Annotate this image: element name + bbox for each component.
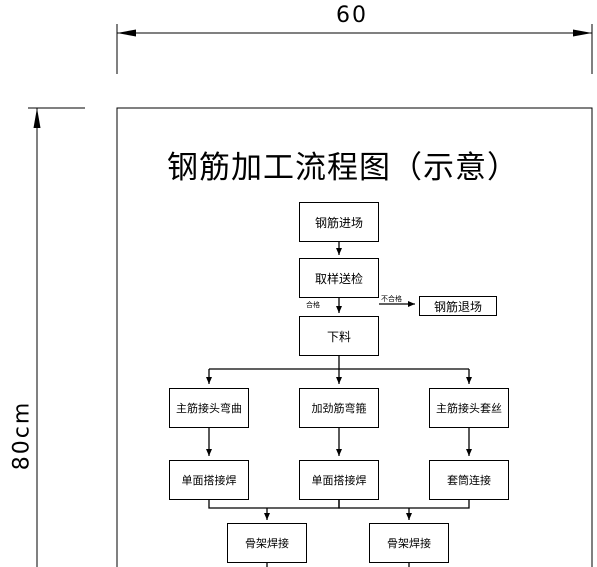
node-main-bar-threading: 主筋接头套丝 [429,388,509,428]
node-single-lap-weld-1: 单面搭接焊 [169,460,249,500]
node-steel-arrival: 钢筋进场 [299,202,379,242]
width-dimension [116,24,593,74]
node-sampling-test: 取样送检 [299,258,379,298]
height-dimension [28,107,85,567]
edge-label-pass: 合格 [306,301,320,309]
node-main-bar-bending: 主筋接头弯曲 [169,388,249,428]
edge-label-fail: 不合格 [381,295,402,303]
node-cutting: 下料 [299,316,379,356]
node-stirrup-bending: 加劲筋弯箍 [299,388,379,428]
node-sleeve-connection: 套筒连接 [429,460,509,500]
height-dimension-label: 80cm [9,400,35,471]
node-steel-return: 钢筋退场 [419,296,497,316]
drawing-frame [116,107,593,567]
node-single-lap-weld-2: 单面搭接焊 [299,460,379,500]
width-dimension-label: 60 [336,3,368,28]
flow-connectors [206,242,472,567]
diagram-title: 钢筋加工流程图（示意） [167,150,519,186]
node-frame-weld-1: 骨架焊接 [227,523,307,563]
node-frame-weld-2: 骨架焊接 [369,523,449,563]
